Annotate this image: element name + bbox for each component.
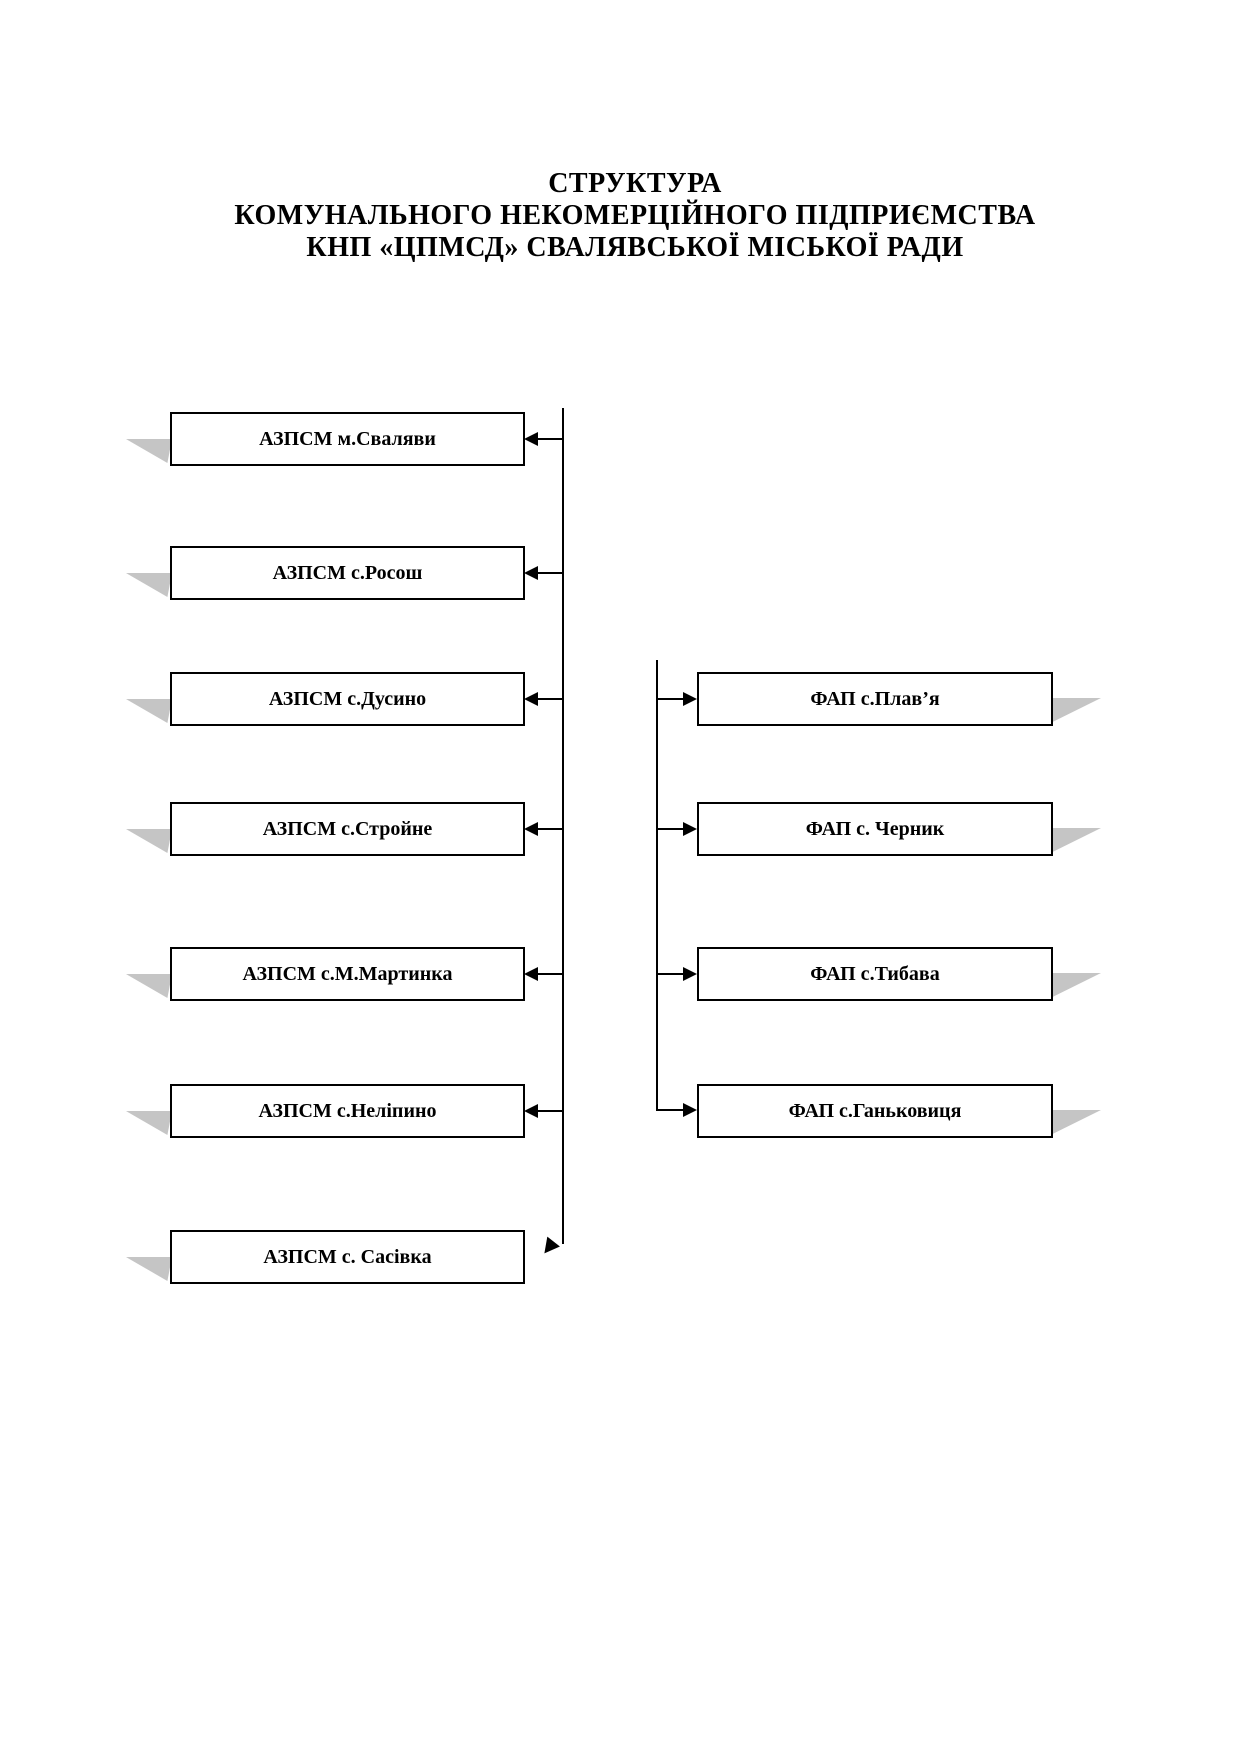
title-line-2: КОМУНАЛЬНОГО НЕКОМЕРЦІЙНОГО ПІДПРИЄМСТВА	[234, 200, 1036, 231]
box-label: АЗПСМ с.Росош	[272, 561, 423, 584]
box-label: ФАП с.Плав’я	[810, 687, 940, 710]
arrow-left-icon	[524, 1104, 538, 1118]
box-azpsm-svalyava: АЗПСМ м.Сваляви	[170, 412, 525, 466]
arrow-left-icon	[524, 967, 538, 981]
box-shadow	[126, 829, 172, 853]
arrow-left-icon	[524, 822, 538, 836]
box-fap-chernyk: ФАП с. Черник	[697, 802, 1053, 856]
connector-line	[658, 828, 685, 830]
box-label: АЗПСМ с. Сасівка	[263, 1245, 432, 1268]
box-azpsm-dusyno: АЗПСМ с.Дусино	[170, 672, 525, 726]
title-line-3: КНП «ЦПМСД» СВАЛЯВСЬКОЇ МІСЬКОЇ РАДИ	[306, 232, 964, 263]
connector-line	[536, 698, 563, 700]
connector-line	[658, 698, 685, 700]
arrow-right-icon	[683, 967, 697, 981]
connector-line	[536, 828, 563, 830]
box-shadow	[126, 699, 172, 723]
box-label: ФАП с.Тибава	[810, 962, 940, 985]
connector-line	[536, 973, 563, 975]
connector-line	[536, 1110, 563, 1112]
spine-end-arrow-icon	[538, 1236, 560, 1259]
right-column-spine-line	[656, 660, 658, 1111]
arrow-left-icon	[524, 566, 538, 580]
box-label: АЗПСМ с.М.Мартинка	[242, 962, 453, 985]
box-azpsm-stroine: АЗПСМ с.Стройне	[170, 802, 525, 856]
box-azpsm-sasivka: АЗПСМ с. Сасівка	[170, 1230, 525, 1284]
arrow-right-icon	[683, 692, 697, 706]
box-shadow	[1051, 973, 1101, 997]
box-fap-plavya: ФАП с.Плав’я	[697, 672, 1053, 726]
box-fap-tybava: ФАП с.Тибава	[697, 947, 1053, 1001]
box-shadow	[126, 974, 172, 998]
box-fap-hankovytsia: ФАП с.Ганьковиця	[697, 1084, 1053, 1138]
arrow-right-icon	[683, 822, 697, 836]
arrow-right-icon	[683, 1103, 697, 1117]
box-label: ФАП с.Ганьковиця	[788, 1099, 962, 1122]
left-column-spine-line	[562, 408, 564, 1244]
box-label: АЗПСМ с.Стройне	[262, 817, 433, 840]
box-shadow	[126, 1257, 172, 1281]
arrow-left-icon	[524, 432, 538, 446]
box-azpsm-nelipyno: АЗПСМ с.Неліпино	[170, 1084, 525, 1138]
box-shadow	[126, 439, 172, 463]
connector-line	[536, 572, 563, 574]
page-title: СТРУКТУРА КОМУНАЛЬНОГО НЕКОМЕРЦІЙНОГО ПІ…	[30, 168, 1240, 264]
box-shadow	[126, 1111, 172, 1135]
box-shadow	[1051, 828, 1101, 852]
box-shadow	[126, 573, 172, 597]
arrow-left-icon	[524, 692, 538, 706]
box-azpsm-martynka: АЗПСМ с.М.Мартинка	[170, 947, 525, 1001]
connector-line	[656, 1109, 685, 1111]
box-azpsm-rosish: АЗПСМ с.Росош	[170, 546, 525, 600]
connector-line	[658, 973, 685, 975]
title-line-1: СТРУКТУРА	[548, 168, 722, 199]
box-label: АЗПСМ с.Дусино	[268, 687, 427, 710]
connector-line	[536, 438, 563, 440]
box-label: АЗПСМ с.Неліпино	[258, 1099, 437, 1122]
box-shadow	[1051, 1110, 1101, 1134]
box-label: АЗПСМ м.Сваляви	[259, 427, 436, 450]
box-shadow	[1051, 698, 1101, 722]
box-label: ФАП с. Черник	[805, 817, 945, 840]
